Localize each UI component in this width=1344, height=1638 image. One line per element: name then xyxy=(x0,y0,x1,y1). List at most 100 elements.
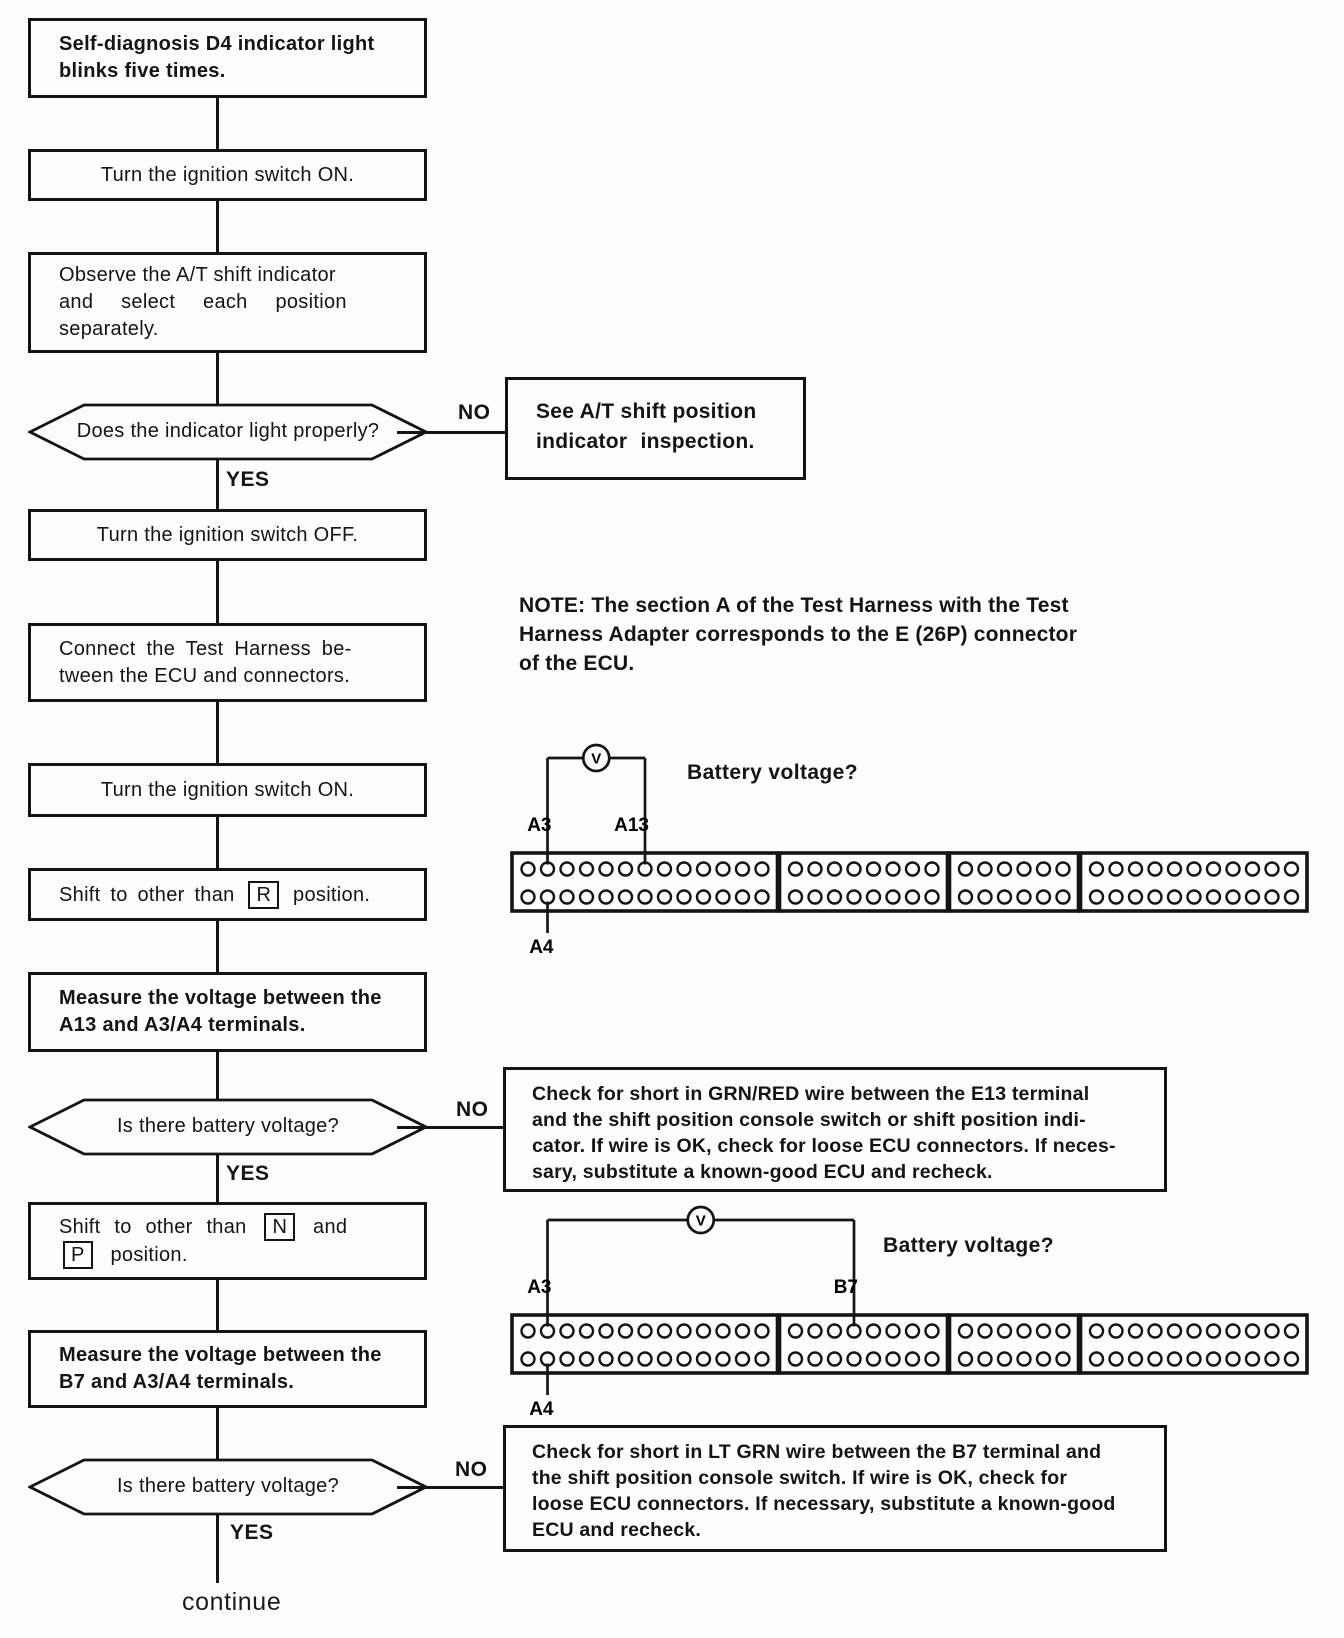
connector-pin xyxy=(695,861,712,877)
flow-line xyxy=(216,701,219,764)
flow-line xyxy=(216,1407,219,1459)
connector-pin xyxy=(826,889,843,905)
no-label: NO xyxy=(455,1458,488,1481)
connector-pin xyxy=(715,1351,731,1367)
boxed-gear-letter: N xyxy=(264,1213,296,1241)
flow-line xyxy=(216,920,219,973)
connector-pin xyxy=(1205,1351,1222,1367)
connector-pin xyxy=(885,861,901,877)
connector-pin xyxy=(865,861,882,877)
connector-pin xyxy=(1244,861,1261,877)
connector-pin xyxy=(826,861,843,877)
voltmeter-symbol: V xyxy=(591,751,601,768)
connector-pin xyxy=(865,889,882,905)
connector-pin xyxy=(754,1323,770,1339)
connector-pin xyxy=(754,889,770,905)
text-line: sary, substitute a known-good ECU and re… xyxy=(532,1161,993,1183)
connector-pin xyxy=(676,1323,692,1339)
text-fragment: Shift to other than xyxy=(59,883,245,906)
connector-pin xyxy=(885,889,901,905)
connector-pin xyxy=(676,889,692,905)
connector-pin xyxy=(578,889,595,905)
text-line: and select each position xyxy=(59,291,347,313)
connector-pin xyxy=(1147,889,1163,905)
text-line: Check for short in LT GRN wire between t… xyxy=(532,1441,1102,1463)
connector-pin xyxy=(598,1351,614,1367)
connector-pin xyxy=(1016,861,1032,877)
connector-pin xyxy=(1016,889,1032,905)
text-line: the shift position console switch. If wi… xyxy=(532,1467,1068,1489)
flow-line xyxy=(216,97,219,150)
connector-pin xyxy=(1264,1351,1280,1367)
terminal-label: A13 xyxy=(614,815,649,836)
connector-pin xyxy=(1225,889,1241,905)
text-fragment: Shift to other than xyxy=(59,1216,261,1238)
connector-pin xyxy=(676,861,692,877)
connector-pin xyxy=(1088,889,1105,905)
connector-pin xyxy=(977,861,993,877)
connector-pin xyxy=(1264,861,1280,877)
connector-pin xyxy=(715,861,731,877)
connector-pin xyxy=(1205,861,1222,877)
connector-pin xyxy=(885,1351,901,1367)
connector-pin xyxy=(1186,1351,1202,1367)
connector-pin xyxy=(977,1351,993,1367)
step-ignition-on-1: Turn the ignition switch ON. xyxy=(28,149,427,201)
connector-pin xyxy=(1166,889,1183,905)
boxed-gear-letter: R xyxy=(248,880,280,909)
connector-pin xyxy=(924,1351,940,1367)
connector-pin xyxy=(1108,1351,1124,1367)
connector-pin xyxy=(520,861,536,877)
text-line: NOTE: The section A of the Test Harness … xyxy=(519,594,1069,617)
connector-pin xyxy=(826,1323,843,1339)
step-connect-test-harness: Connect the Test Harness be-tween the EC… xyxy=(28,623,427,702)
connector-pin xyxy=(787,1323,804,1339)
connector-pin xyxy=(559,861,575,877)
terminal-label: A3 xyxy=(527,1277,551,1298)
connector-pin xyxy=(1244,1323,1261,1339)
connector-pin xyxy=(787,889,804,905)
no-branch-line xyxy=(397,431,505,434)
text-line: Harness Adapter corresponds to the E (26… xyxy=(519,623,1078,646)
decision-text: Does the indicator light properly? xyxy=(76,420,380,443)
check-grn-red-wire-box: Check for short in GRN/RED wire between … xyxy=(503,1067,1167,1192)
decision-battery-voltage-2: Is there battery voltage? xyxy=(28,1458,428,1516)
text-line: loose ECU connectors. If necessary, subs… xyxy=(532,1493,1116,1515)
connector-pin xyxy=(1166,1323,1183,1339)
connector-pin xyxy=(904,1351,921,1367)
connector-pin xyxy=(996,889,1013,905)
no-branch-line xyxy=(397,1126,503,1129)
connector-pin xyxy=(924,861,940,877)
connector-pin xyxy=(656,1323,673,1339)
connector-pin xyxy=(904,861,921,877)
connector-pin xyxy=(996,1351,1013,1367)
connector-pin xyxy=(656,889,673,905)
connector-pin xyxy=(957,1323,974,1339)
text-line: Measure the voltage between the xyxy=(59,987,382,1009)
connector-pin xyxy=(1147,861,1163,877)
battery-voltage-label: Battery voltage? xyxy=(883,1234,1054,1257)
step-text: Shift to other than R position. xyxy=(59,880,396,909)
note-text: NOTE: The section A of the Test Harness … xyxy=(519,591,1139,678)
voltmeter-icon xyxy=(686,1205,716,1235)
connector-pin xyxy=(734,861,751,877)
text-line: blinks five times. xyxy=(59,60,226,82)
terminal-label: A4 xyxy=(529,937,554,958)
connector-pin xyxy=(715,1323,731,1339)
connector-pin xyxy=(1088,1323,1105,1339)
step-text: Turn the ignition switch ON. xyxy=(100,163,355,186)
connector-pin xyxy=(1035,1351,1052,1367)
connector-pin xyxy=(1225,1323,1241,1339)
text-line: cator. If wire is OK, check for loose EC… xyxy=(532,1135,1116,1157)
connector-pin xyxy=(734,1323,751,1339)
connector-pin xyxy=(996,1323,1013,1339)
decision-indicator-light: Does the indicator light properly? xyxy=(28,403,428,461)
connector-pin xyxy=(617,1323,634,1339)
flow-line xyxy=(216,200,219,253)
yes-label: YES xyxy=(226,1162,270,1185)
connector-pin xyxy=(1127,1323,1144,1339)
